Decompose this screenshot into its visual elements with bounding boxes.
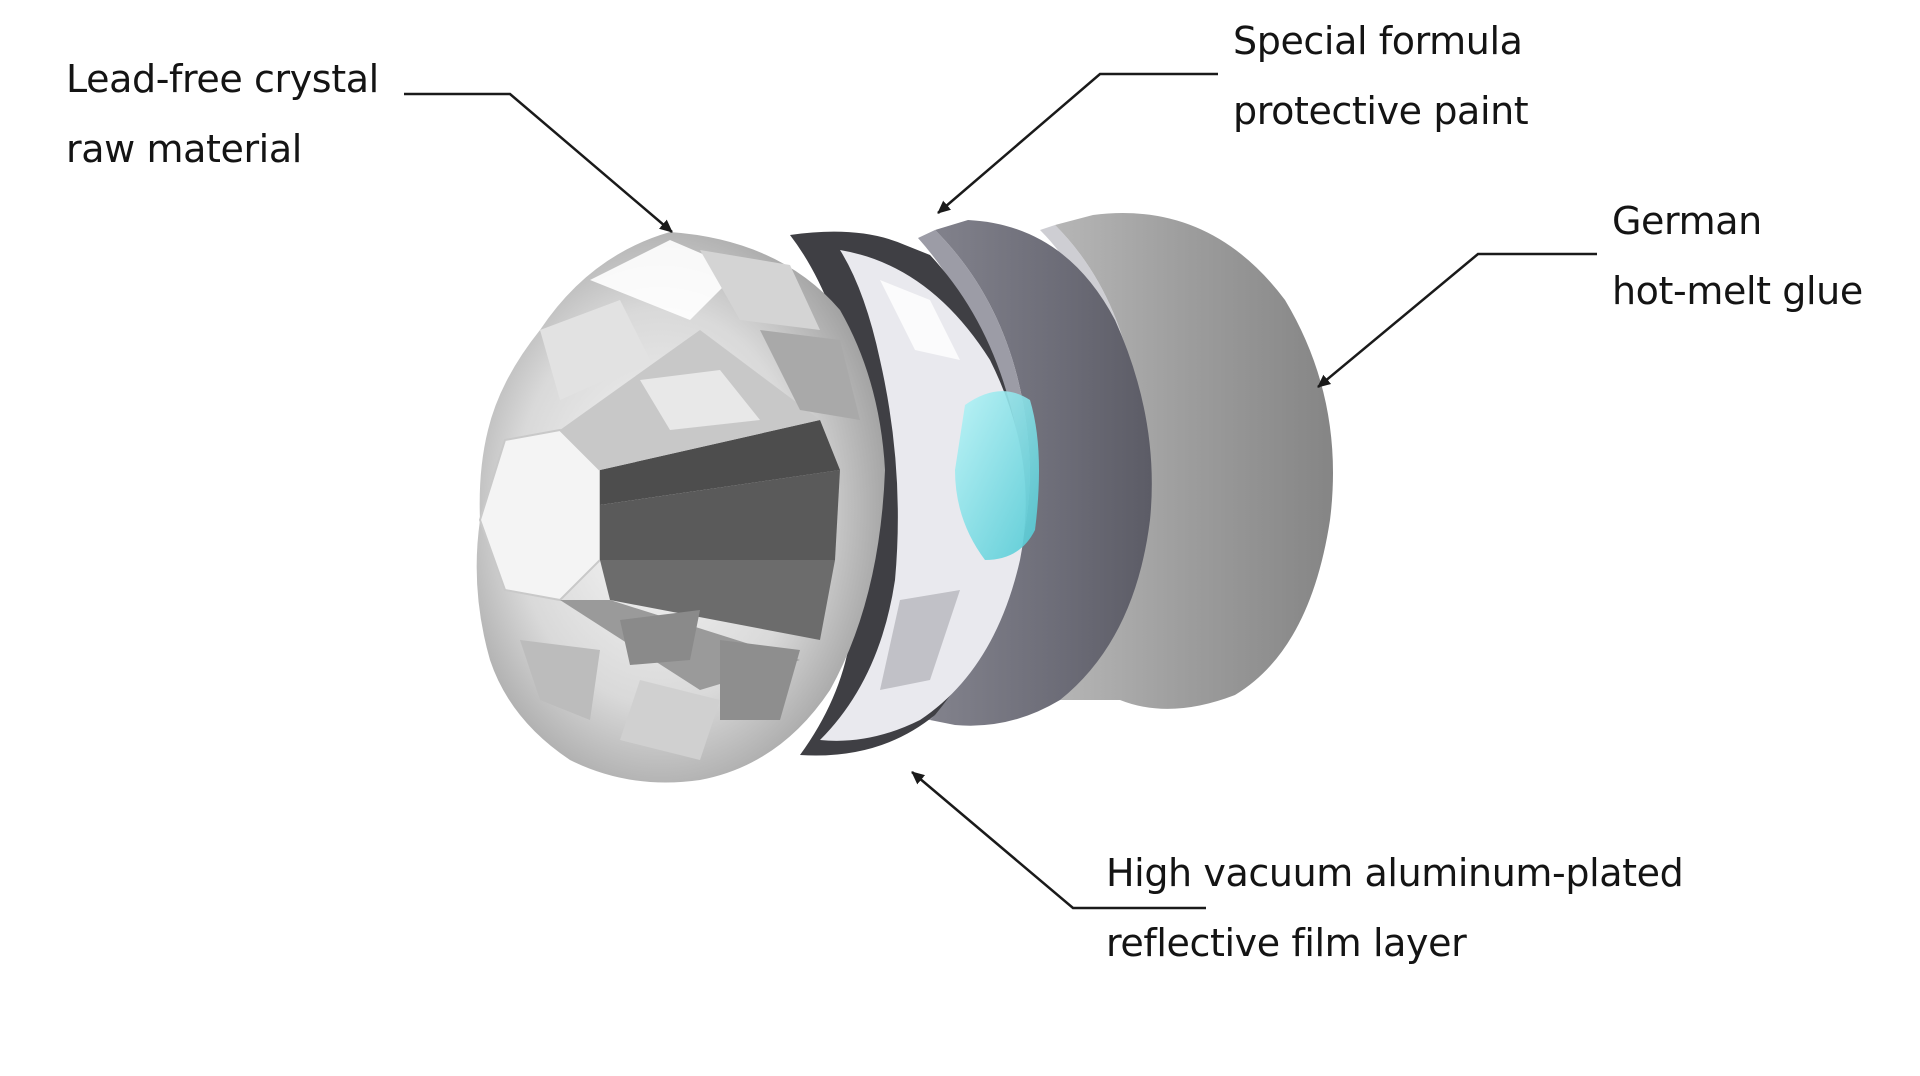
leader-line-glue [1318,254,1597,387]
leader-line-crystal [404,94,672,232]
leader-line-paint [938,74,1218,213]
lead-free-crystal [477,232,885,783]
label-paint-line2: protective paint [1233,76,1528,146]
label-film-line2: reflective film layer [1106,908,1683,978]
label-protective-paint: Special formula protective paint [1233,6,1528,146]
label-aluminum-film: High vacuum aluminum-plated reflective f… [1106,838,1683,978]
label-crystal-line2: raw material [66,114,379,184]
label-glue-line2: hot-melt glue [1612,256,1863,326]
label-glue-line1: German [1612,186,1863,256]
label-paint-line1: Special formula [1233,6,1528,76]
label-film-line1: High vacuum aluminum-plated [1106,838,1683,908]
label-lead-free-crystal: Lead-free crystal raw material [66,44,379,184]
label-crystal-line1: Lead-free crystal [66,44,379,114]
label-hot-melt-glue: German hot-melt glue [1612,186,1863,326]
